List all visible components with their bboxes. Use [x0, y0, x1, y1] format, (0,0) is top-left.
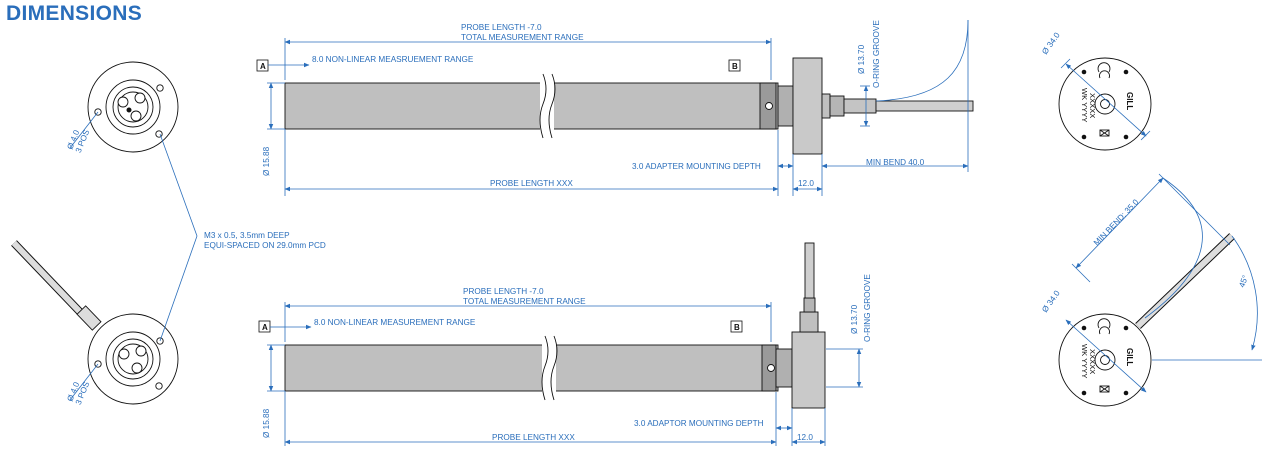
- probe-end-view-bottom: GILL XXXXX WK YYYY: [1058, 233, 1235, 407]
- nonlinear-range-label-2: 8.0 NON-LINEAR MEASUREMENT RANGE: [314, 318, 476, 327]
- date-text-bottom: WK YYYY: [1080, 344, 1089, 378]
- probe-length-label: PROBE LENGTH -7.0: [461, 23, 542, 32]
- min-bend-angled-label: MIN BEND: 35.0: [1092, 197, 1141, 247]
- logo-text-top: GILL: [1125, 92, 1134, 110]
- adapter-depth-label: 3.0 ADAPTER MOUNTING DEPTH: [632, 162, 761, 171]
- probe-length-label-2: PROBE LENGTH -7.0: [463, 287, 544, 296]
- thread-note-line-1: M3 x 0.5, 3.5mm DEEP: [204, 231, 290, 240]
- datum-b-label: B: [732, 62, 738, 71]
- datum-a-box: [256, 59, 269, 72]
- date-text-top: WK YYYY: [1080, 88, 1089, 122]
- flange-end-view-top: [87, 61, 179, 153]
- oring-groove-label-2: O-RING GROOVE: [863, 274, 872, 342]
- thread-leader-top: [159, 133, 198, 237]
- oring-diameter-label: Ø 13.70: [857, 44, 866, 74]
- flange-width-label: 12.0: [798, 179, 814, 188]
- datum-a-label-2: A: [262, 323, 268, 332]
- adaptor-depth-label: 3.0 ADAPTOR MOUNTING DEPTH: [634, 419, 764, 428]
- datum-a-label: A: [260, 62, 266, 71]
- datum-b-box-2: [730, 320, 743, 333]
- thread-note-line-2: EQUI-SPACED ON 29.0mm PCD: [204, 241, 326, 250]
- datum-b-label-2: B: [734, 323, 740, 332]
- top-view-dimensions: PROBE LENGTH -7.0 TOTAL MEASUREMENT RANG…: [256, 19, 969, 196]
- flange-width-label-2: 12.0: [797, 433, 813, 442]
- body-diameter-label-top: Ø 34.0: [1040, 30, 1062, 56]
- flange-end-view-bottom: [11, 240, 179, 405]
- probe-diameter-label-2: Ø 15.88: [262, 408, 271, 438]
- probe-diameter-label: Ø 15.88: [262, 146, 271, 176]
- hole-leader-top: [69, 111, 99, 149]
- cable-bend-arc-top: [875, 19, 969, 102]
- oring-groove-label: O-RING GROOVE: [872, 20, 881, 88]
- oring-diameter-label-2: Ø 13.70: [850, 304, 859, 334]
- angle-label: 45°: [1237, 274, 1250, 289]
- probe-end-view-top: GILL XXXXX WK YYYY: [1058, 57, 1152, 151]
- probe-side-view-top: [284, 57, 974, 155]
- total-range-label: TOTAL MEASUREMENT RANGE: [461, 33, 584, 42]
- min-bend-label: MIN BEND 40.0: [866, 158, 925, 167]
- probe-length-xxx-label: PROBE LENGTH XXX: [490, 179, 573, 188]
- bottom-view-dimensions: PROBE LENGTH -7.0 TOTAL MEASUREMENT RANG…: [258, 274, 872, 446]
- probe-length-xxx-label-2: PROBE LENGTH XXX: [492, 433, 575, 442]
- hole-leader-bottom: [69, 363, 99, 401]
- total-range-label-2: TOTAL MEASUREMENT RANGE: [463, 297, 586, 306]
- nonlinear-range-label: 8.0 NON-LINEAR MEASRUEMENT RANGE: [312, 55, 474, 64]
- datum-b-box: [728, 59, 741, 72]
- logo-text-bottom: GILL: [1125, 348, 1134, 366]
- probe-side-view-bottom: [284, 242, 826, 409]
- page-title: DIMENSIONS: [6, 2, 143, 25]
- body-diameter-label-bottom: Ø 34.0: [1040, 288, 1062, 314]
- datum-a-box-2: [258, 320, 271, 333]
- thread-leader-bottom: [159, 235, 198, 342]
